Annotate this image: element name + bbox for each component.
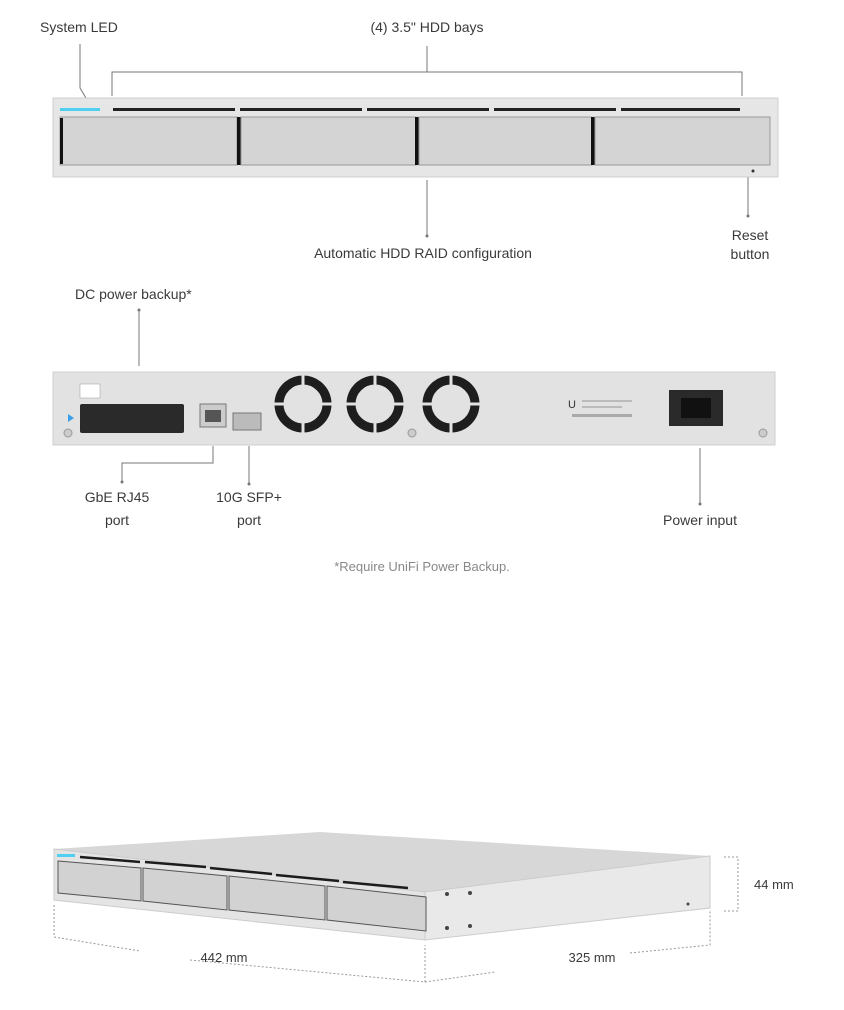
raid-label: Automatic HDD RAID configuration xyxy=(314,245,532,261)
rj45-label-line2: port xyxy=(104,512,130,528)
front-callout-lines xyxy=(79,44,749,236)
reset-label-line1: Reset xyxy=(731,227,769,243)
width-dimension: 442 mm xyxy=(200,950,248,965)
system-led xyxy=(60,108,100,111)
sfp-label-line2: port xyxy=(236,512,262,528)
dimension-lines xyxy=(53,856,739,983)
depth-dimension: 325 mm xyxy=(568,950,616,965)
rear-callout-lines xyxy=(121,310,701,504)
hdd-bays-label: (4) 3.5" HDD bays xyxy=(370,19,484,35)
hdd-bays xyxy=(59,116,771,166)
power-input-label: Power input xyxy=(663,512,737,528)
rj45-label-line1: GbE RJ45 xyxy=(84,489,150,505)
height-dimension: 44 mm xyxy=(754,877,794,892)
front-panel xyxy=(52,97,779,178)
reset-label-line2: button xyxy=(730,246,770,262)
isometric-view xyxy=(53,832,739,983)
svg-text:U: U xyxy=(568,399,576,411)
rear-panel: U xyxy=(52,371,776,446)
dc-power-connector xyxy=(80,404,184,433)
reset-button[interactable] xyxy=(751,169,755,173)
sfp-port[interactable] xyxy=(232,412,262,431)
sfp-label-line1: 10G SFP+ xyxy=(216,489,282,505)
dc-power-label: DC power backup* xyxy=(75,286,192,302)
footnote: *Require UniFi Power Backup. xyxy=(334,559,510,574)
system-led-label: System LED xyxy=(40,19,118,35)
